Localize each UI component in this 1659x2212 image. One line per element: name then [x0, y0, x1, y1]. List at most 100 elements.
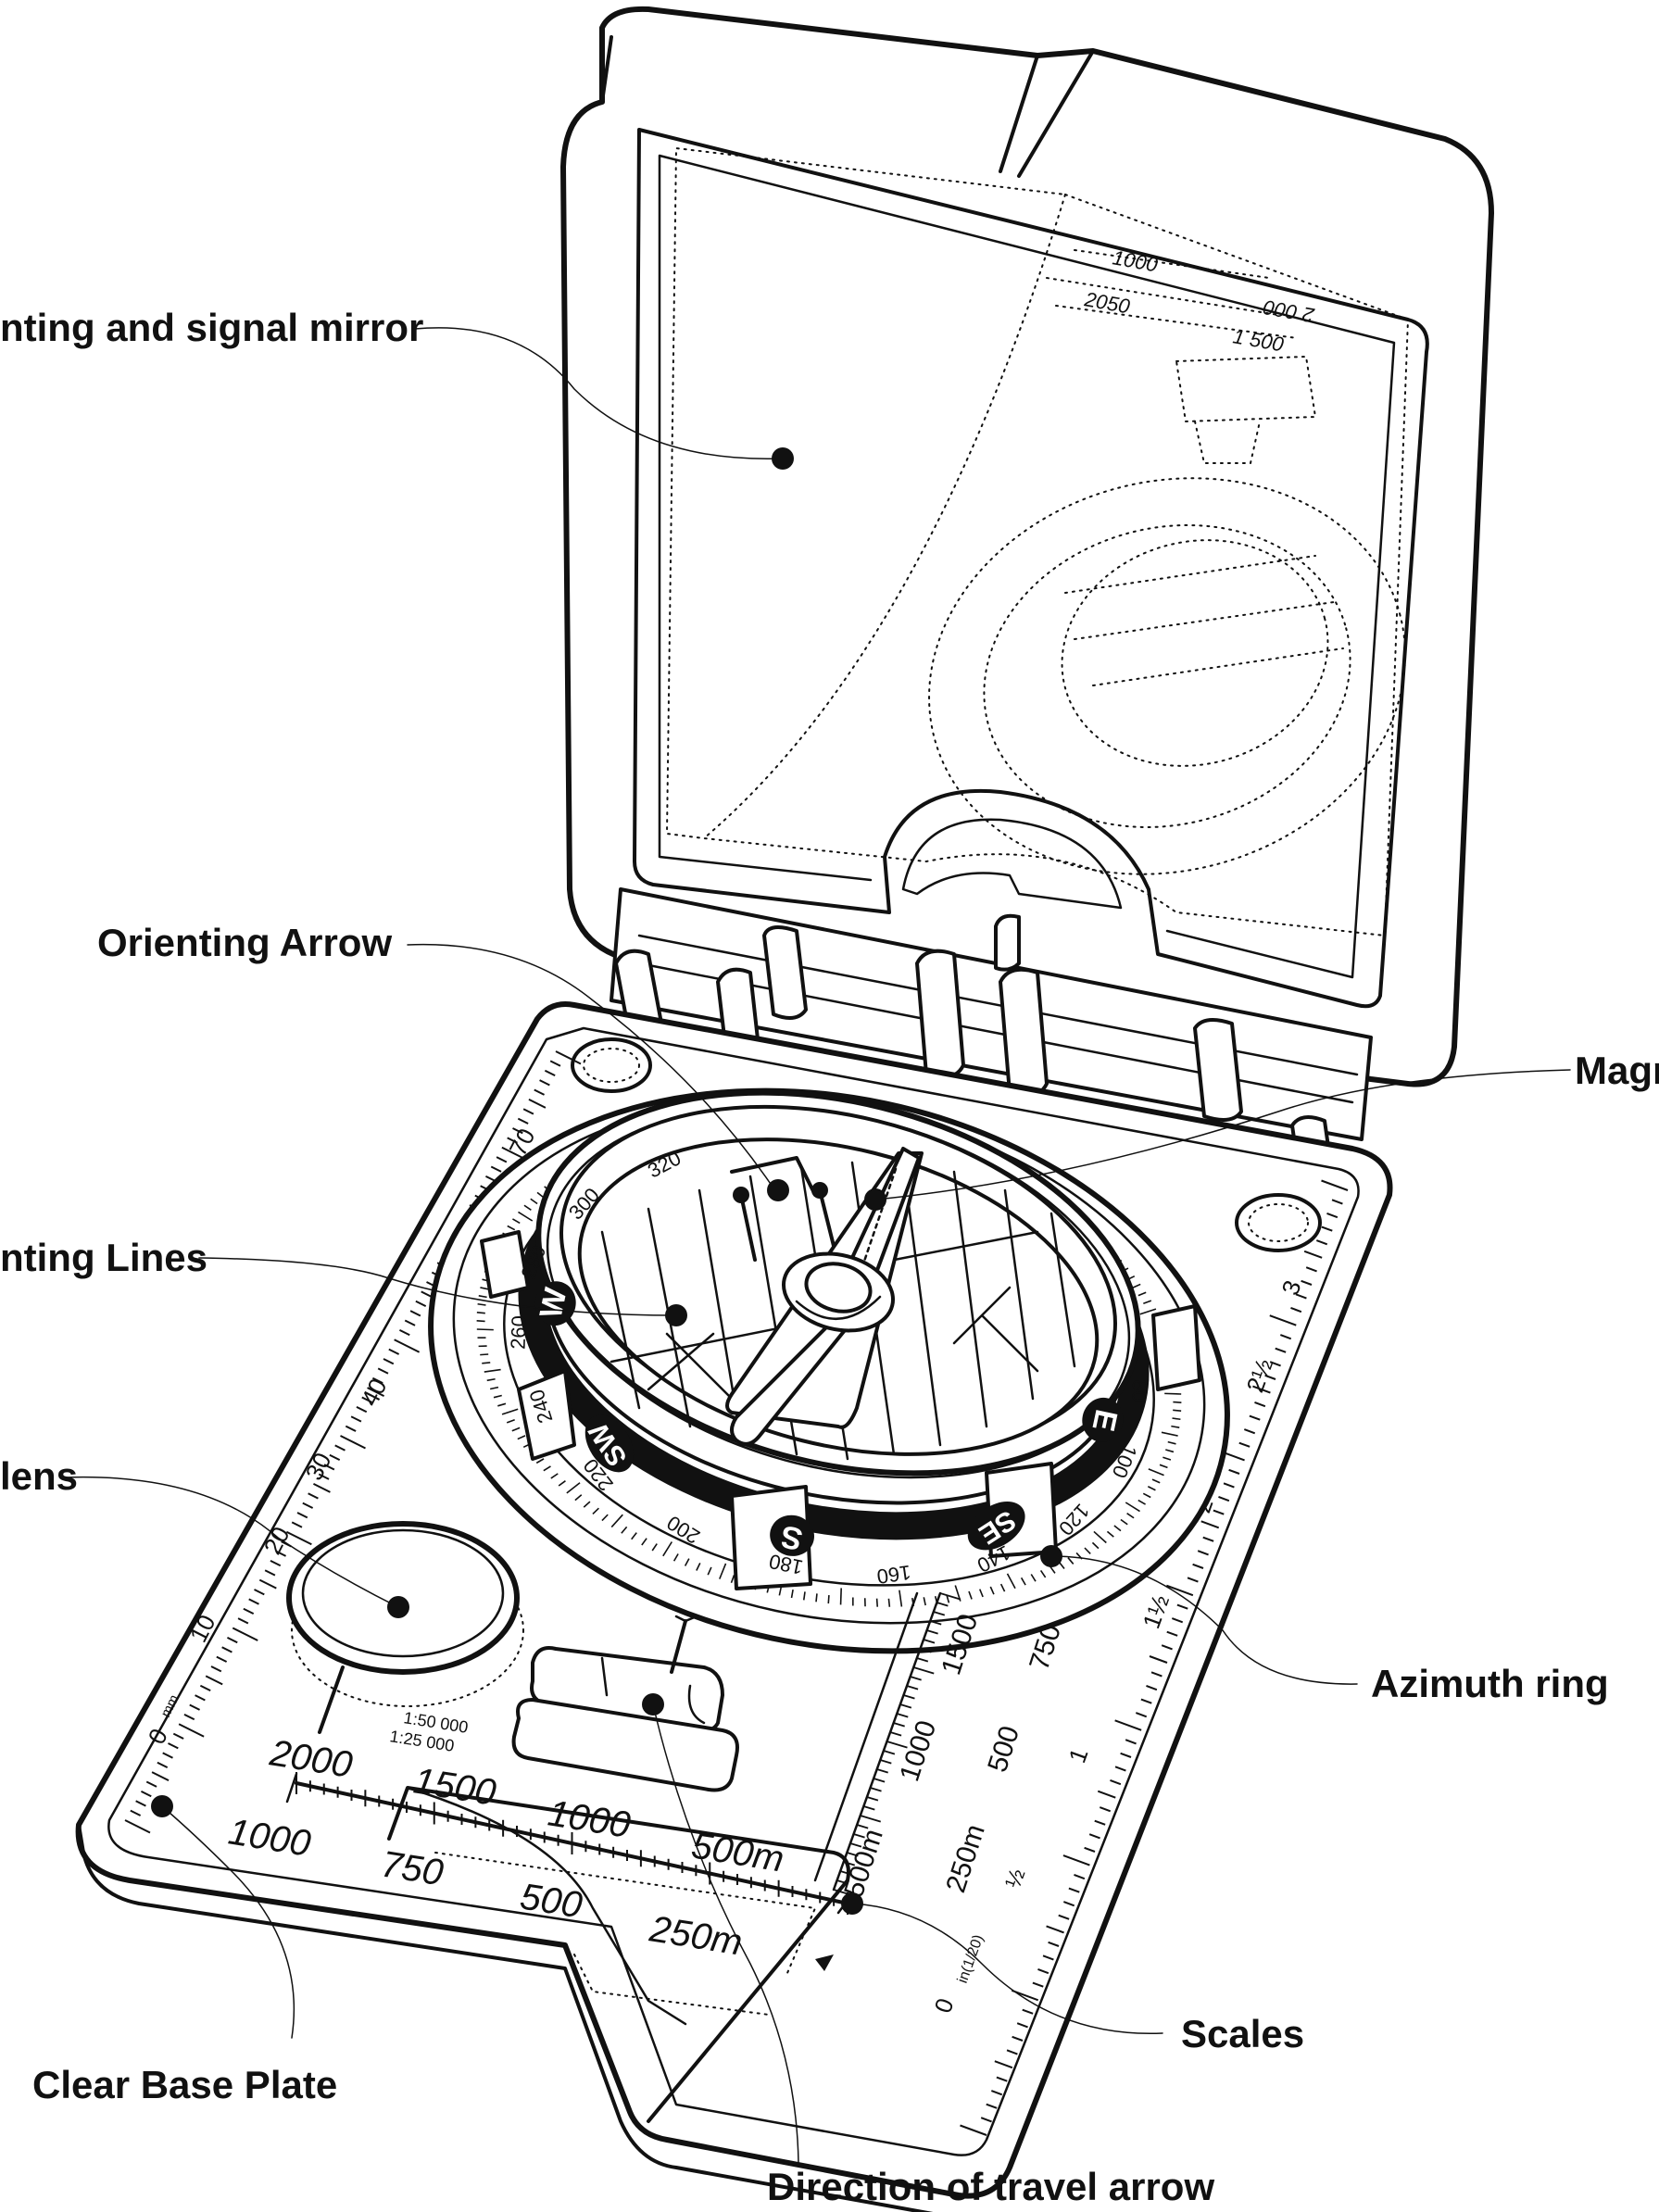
- azimuth-tick: [583, 1501, 591, 1508]
- ruler-tick: [258, 1578, 277, 1590]
- mirror-lid: 1000 2050 1 500 2 000: [560, 6, 1494, 1087]
- ruler-tick: [356, 1405, 368, 1414]
- callout-dots: [151, 447, 1062, 1915]
- azimuth-tick: [1161, 1431, 1178, 1437]
- ruler-tick: [990, 2090, 1003, 2096]
- ruler-tick: [996, 2076, 1008, 2082]
- azimuth-tick: [592, 1507, 599, 1515]
- callout-scales-label: Scales: [1181, 2012, 1304, 2055]
- azimuth-tick: [501, 1408, 519, 1415]
- scale-tick: [886, 1741, 908, 1749]
- ruler-tick: [1269, 1361, 1281, 1367]
- scale-tick: [910, 1676, 922, 1681]
- azimuth-tick: [1020, 1577, 1026, 1586]
- azimuth-tick: [482, 1362, 491, 1364]
- scale-bottom-small-2: 500: [518, 1876, 585, 1926]
- ruler-tick: [1166, 1630, 1178, 1637]
- ruler-tick: [151, 1771, 170, 1782]
- scale-tick: [889, 1731, 902, 1737]
- azimuth-tick: [1039, 1569, 1047, 1578]
- scale-tick: [897, 1713, 909, 1718]
- azimuth-tick: [923, 1597, 926, 1606]
- right-ruler: [960, 1179, 1349, 2136]
- ruler-tick: [1197, 1550, 1209, 1556]
- azimuth-tick: [730, 1575, 735, 1584]
- azimuth-tick: [1049, 1565, 1056, 1574]
- ruler-tick: [210, 1665, 222, 1673]
- scale-tick: [893, 1722, 905, 1728]
- ruler-tick: [302, 1502, 314, 1509]
- scale-tick: [866, 1796, 879, 1802]
- ruler-tick: [275, 1550, 286, 1557]
- azimuth-tick: [684, 1558, 690, 1566]
- azimuth-tick: [1164, 1392, 1182, 1395]
- scale-tick: [839, 1870, 852, 1876]
- ruler-tick: [544, 1069, 556, 1077]
- ruler-tick: [1326, 1213, 1339, 1219]
- ruler-tick: [345, 1425, 357, 1432]
- azimuth-tick: [631, 1532, 637, 1540]
- azimuth-tick: [1173, 1401, 1182, 1403]
- ruler-tick: [243, 1607, 255, 1615]
- azimuth-tick: [1006, 1573, 1016, 1590]
- scale-tick: [876, 1768, 888, 1774]
- cardinal-backing: [770, 1514, 814, 1556]
- ruler-tick: [1305, 1266, 1317, 1273]
- ruler-tick: [221, 1646, 233, 1653]
- ruler-tick: [1097, 1790, 1116, 1799]
- azimuth-tick: [484, 1368, 501, 1373]
- ruler-tick: [1223, 1482, 1235, 1489]
- ruler-tick: [1135, 1712, 1148, 1718]
- azimuth-tick: [1093, 1530, 1107, 1544]
- ruler-tick: [130, 1809, 142, 1816]
- ruler-tick: [1114, 1766, 1126, 1772]
- ruler-tick: [1110, 1779, 1122, 1786]
- scale-tick: [856, 1824, 869, 1829]
- azimuth-tick: [480, 1353, 489, 1356]
- ruler-tick: [350, 1415, 362, 1423]
- scale-tick: [883, 1750, 896, 1755]
- callout-base-plate-label: Clear Base Plate: [32, 2063, 337, 2106]
- callout-azimuth-ring-label: Azimuth ring: [1371, 1662, 1609, 1705]
- azimuth-tick: [1165, 1449, 1175, 1453]
- ruler-tick: [291, 1521, 303, 1528]
- azimuth-tick: [1139, 1308, 1157, 1315]
- scale-tick: [939, 1592, 961, 1601]
- azimuth-tick: [790, 1589, 794, 1599]
- azimuth-tick: [989, 1586, 995, 1595]
- azimuth-tick: [1084, 1547, 1091, 1555]
- azimuth-tick: [476, 1320, 485, 1323]
- ruler-tick: [415, 1300, 427, 1308]
- ruler-tick: [1252, 1385, 1271, 1394]
- ruler-tick: [1176, 1603, 1188, 1610]
- azimuth-tick: [1167, 1440, 1176, 1445]
- ruler-tick: [318, 1473, 330, 1480]
- ruler-tick: [308, 1492, 319, 1500]
- ruler-tick: [199, 1684, 211, 1692]
- azimuth-tick: [651, 1543, 658, 1552]
- ruler-tick: [409, 1310, 421, 1317]
- ruler-tick: [1166, 1584, 1194, 1597]
- azimuth-tick: [1030, 1574, 1037, 1582]
- azimuth-tick: [478, 1295, 487, 1299]
- azimuth-tick: [1125, 1502, 1140, 1513]
- ruler-tick: [334, 1444, 346, 1452]
- ruler-tick: [296, 1512, 308, 1519]
- azimuth-tick: [827, 1595, 830, 1604]
- azimuth-tick: [1132, 1283, 1141, 1288]
- azimuth-tick: [979, 1589, 984, 1598]
- callout-travel-arrow-label: Direction of travel arrow: [767, 2165, 1214, 2208]
- azimuth-tick: [601, 1514, 609, 1522]
- azimuth-tick: [999, 1583, 1006, 1592]
- ruler-tick: [490, 1165, 502, 1173]
- azimuth-tick: [558, 1480, 566, 1487]
- callout-mirror-label: nting and signal mirror: [0, 306, 423, 349]
- ruler-tick: [1249, 1414, 1261, 1421]
- ruler-tick: [189, 1703, 200, 1711]
- ruler-tick: [140, 1790, 152, 1798]
- azimuth-tick: [887, 1598, 891, 1607]
- azimuth-tick: [1113, 1525, 1122, 1532]
- ruler-tick: [534, 1088, 545, 1096]
- ruler-tick: [1269, 1314, 1297, 1326]
